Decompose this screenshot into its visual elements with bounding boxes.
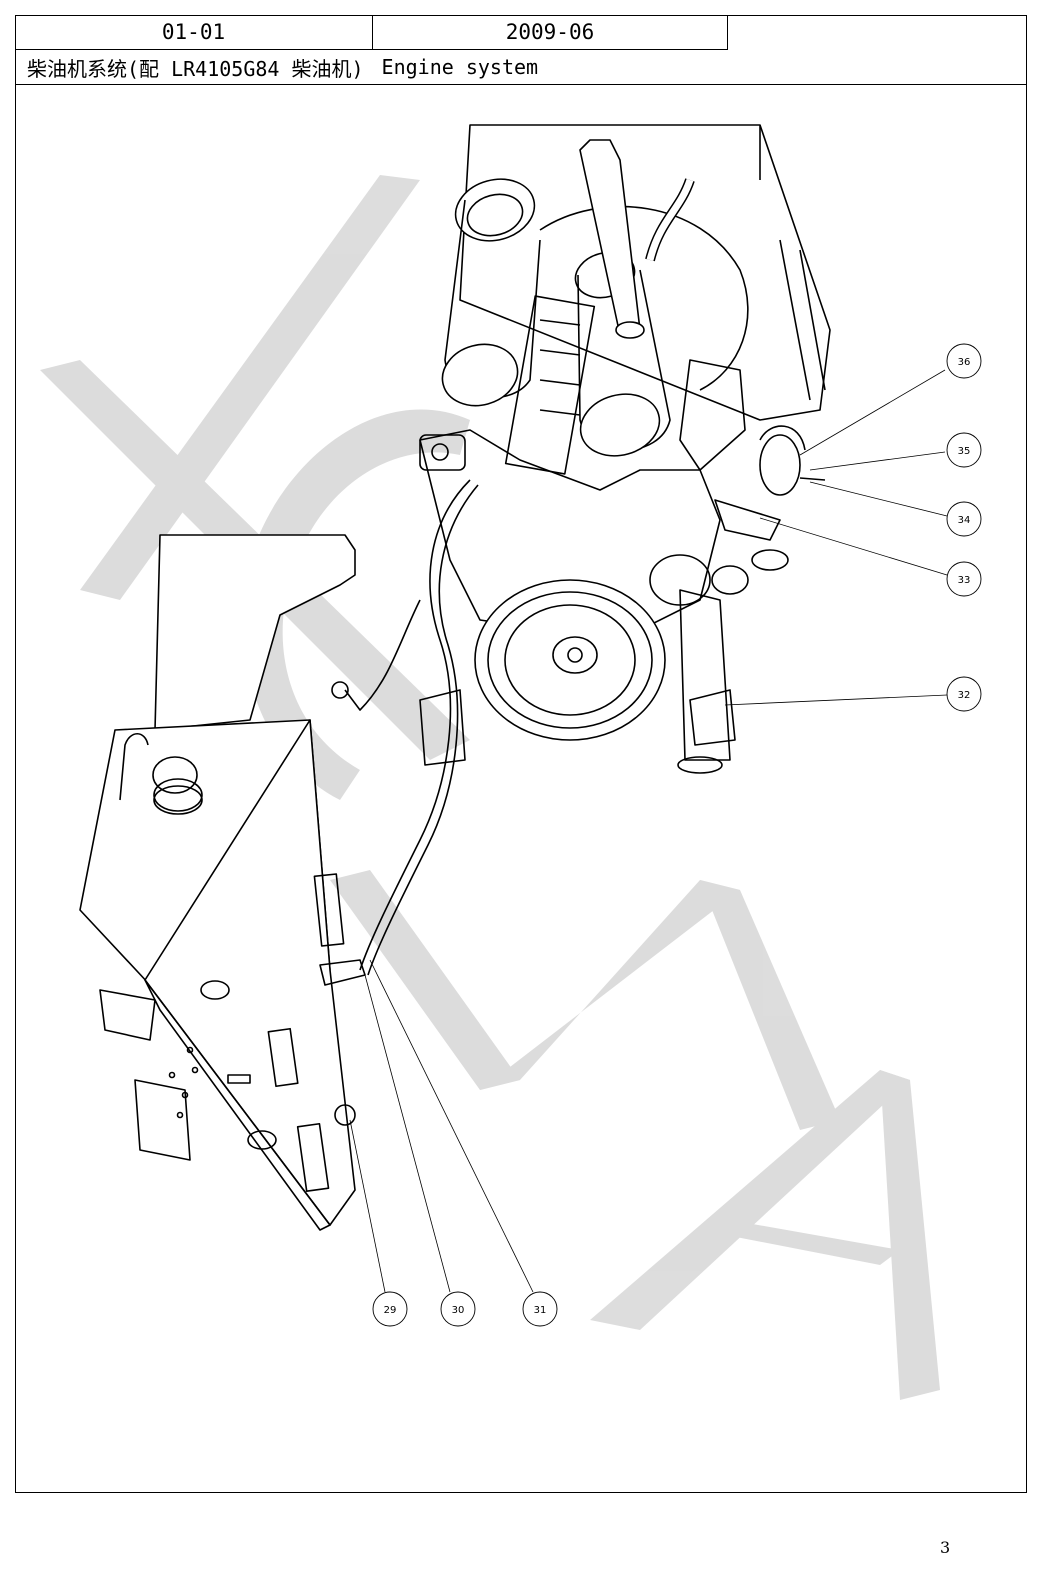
callout-33: 33 [946,561,982,597]
callout-34: 34 [946,501,982,537]
svg-text:30: 30 [452,1305,465,1316]
callout-leaders [349,369,948,1293]
drawing-date: 2009-06 [373,15,728,50]
engine-system-exploded-drawing: 36 35 34 33 32 29 30 31 [40,124,982,1400]
fuel-tank-assembly [79,534,366,1231]
callout-36: 36 [946,343,982,379]
svg-text:33: 33 [958,575,971,586]
svg-text:35: 35 [958,446,971,457]
callout-31: 31 [522,1291,558,1327]
title-row: 柴油机系统(配 LR4105G84 柴油机) Engine system [15,50,1027,85]
engine-assembly [331,124,831,976]
svg-text:34: 34 [958,515,971,526]
page-number: 3 [940,1538,951,1557]
watermark [40,175,940,1400]
svg-text:31: 31 [534,1305,547,1316]
callout-balloons: 36 35 34 33 32 29 30 31 [372,343,982,1327]
callout-35: 35 [946,432,982,468]
header-row: 01-01 2009-06 [15,15,728,50]
callout-29: 29 [372,1291,408,1327]
title-english: Engine system [381,55,539,79]
drawing-code: 01-01 [15,15,373,50]
callout-32: 32 [946,676,982,712]
title-chinese: 柴油机系统(配 LR4105G84 柴油机) [27,56,364,81]
drawing-sheet-border [15,15,1027,1493]
svg-text:29: 29 [384,1305,397,1316]
svg-text:36: 36 [958,357,971,368]
svg-text:32: 32 [958,690,971,701]
callout-30: 30 [440,1291,476,1327]
